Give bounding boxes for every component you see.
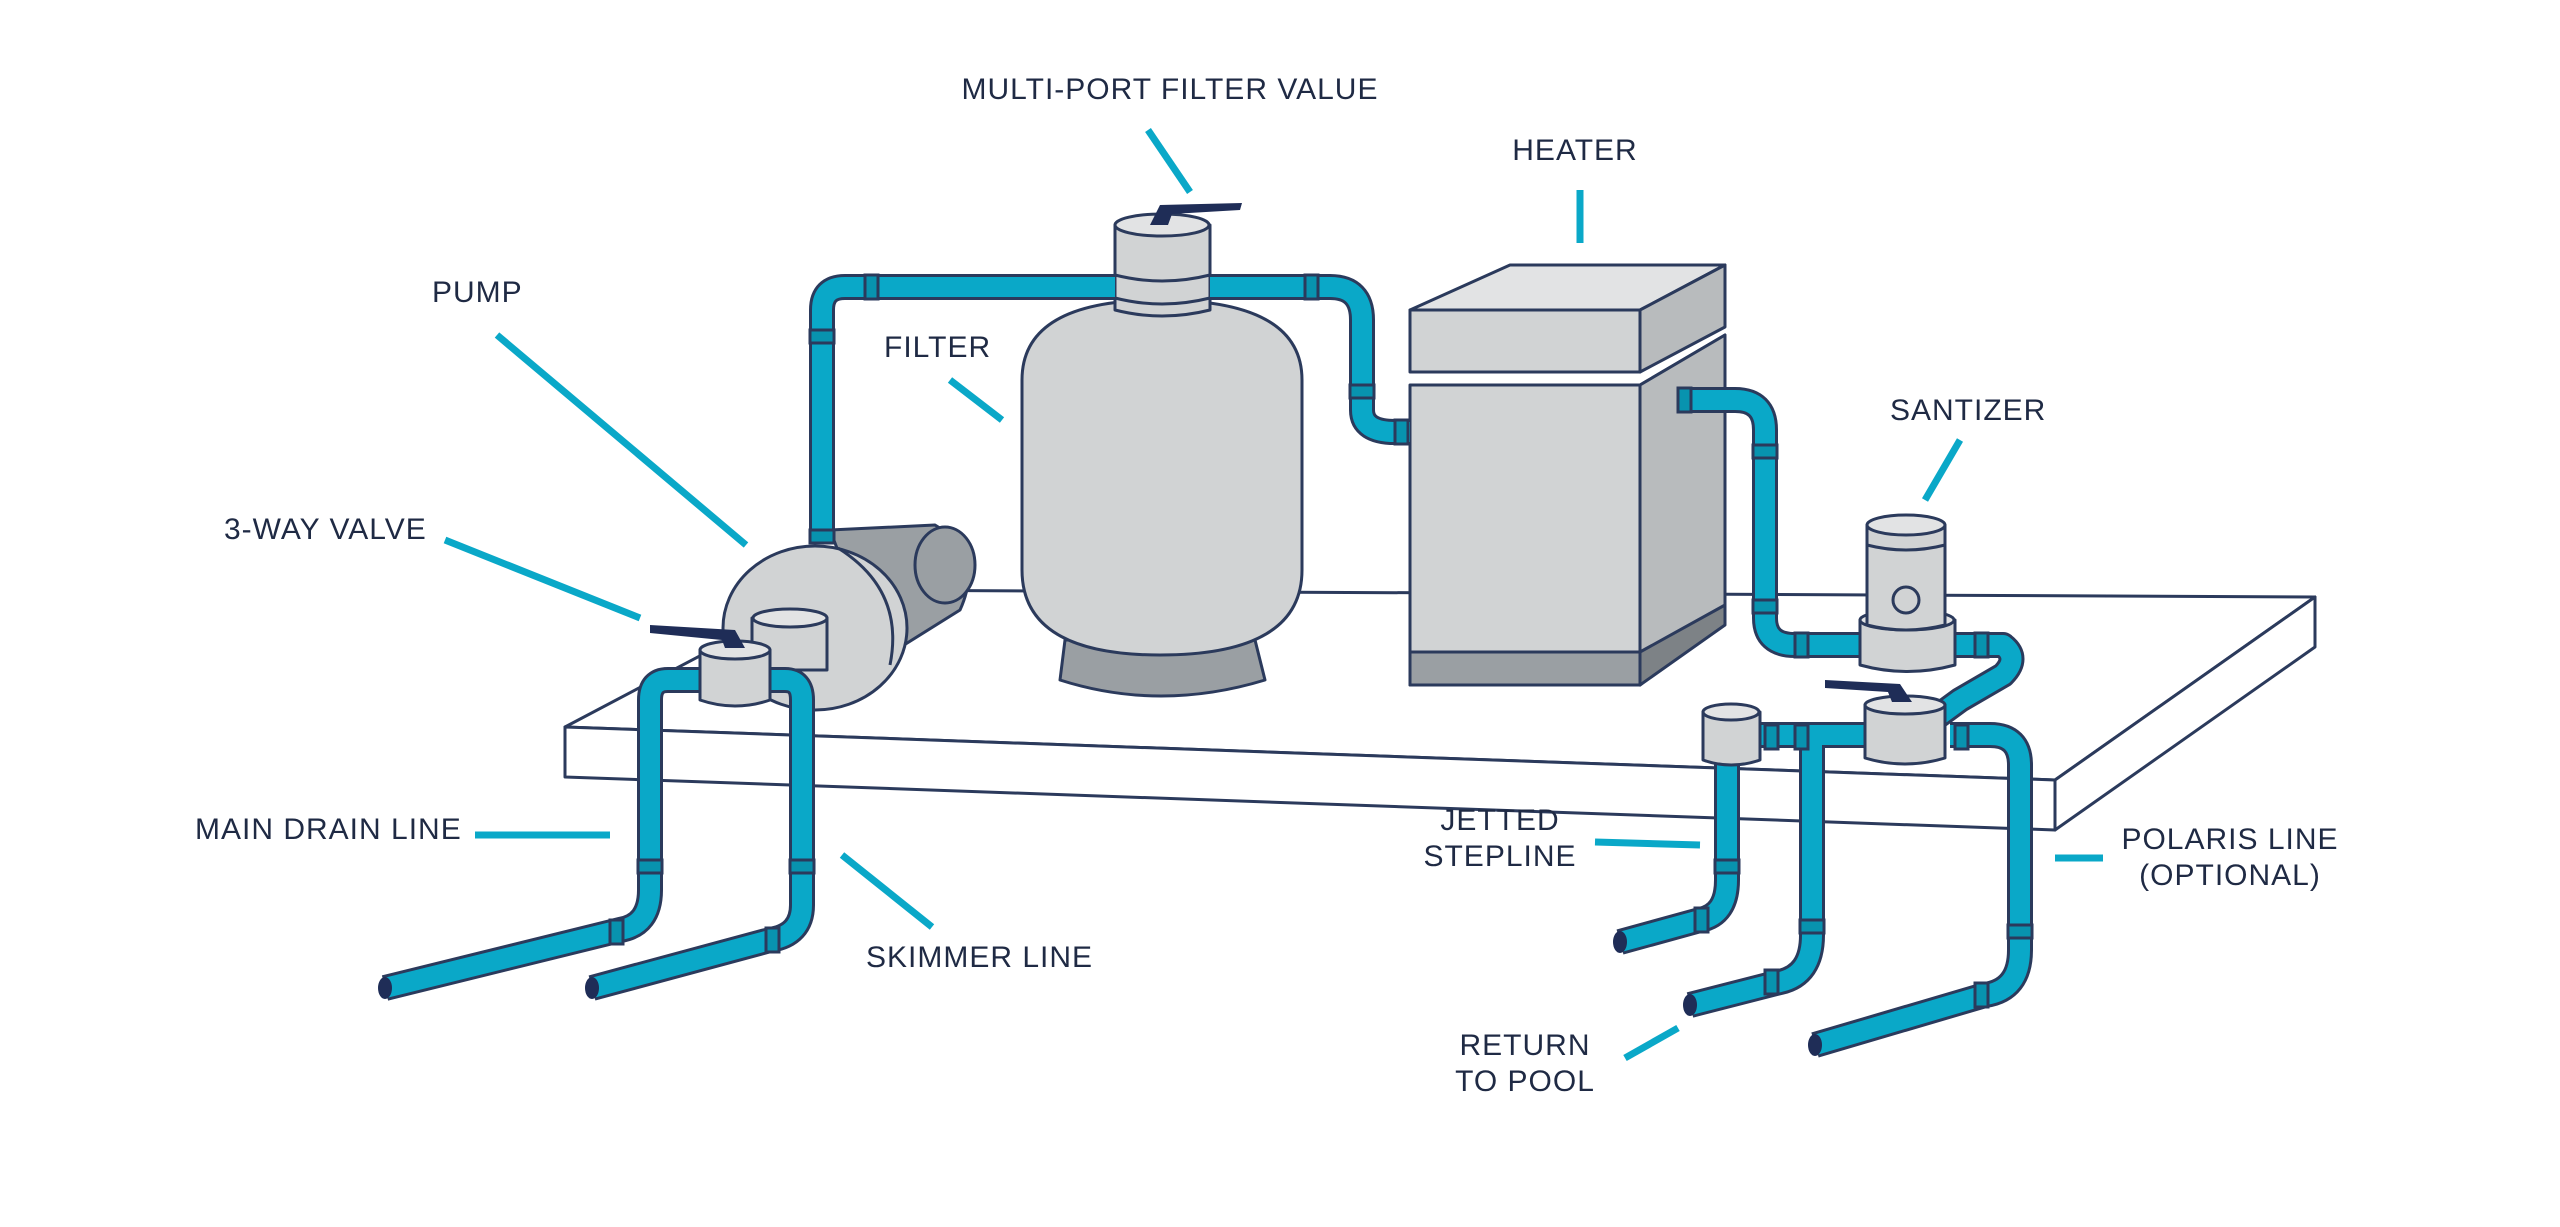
label-three-way-valve: 3-WAY VALVE bbox=[224, 513, 427, 546]
label-return-line-2: TO POOL bbox=[1455, 1065, 1595, 1098]
pipe-joints bbox=[608, 273, 2034, 1009]
label-multiport-filter-valve: MULTI-PORT FILTER VALUE bbox=[961, 73, 1379, 106]
three-way-valve bbox=[650, 625, 772, 708]
leader-lines bbox=[443, 128, 2103, 1062]
label-return-line-1: RETURN bbox=[1459, 1029, 1591, 1062]
label-polaris-line: POLARIS LINE (OPTIONAL) bbox=[2110, 822, 2350, 894]
sanitizer bbox=[1858, 513, 1957, 673]
multiport-handle bbox=[1150, 203, 1242, 225]
label-jetted-stepline: JETTED STEPLINE bbox=[1390, 803, 1610, 875]
label-polaris-line-2: (OPTIONAL) bbox=[2139, 859, 2321, 892]
label-filter: FILTER bbox=[884, 331, 992, 364]
return-valve-handle bbox=[1825, 680, 1912, 702]
label-jetted-line-1: JETTED bbox=[1440, 804, 1560, 837]
plumbing-pipes bbox=[381, 274, 2033, 1058]
label-skimmer-line: SKIMMER LINE bbox=[866, 941, 1094, 974]
label-polaris-line-1: POLARIS LINE bbox=[2121, 823, 2339, 856]
filter bbox=[1020, 203, 1304, 698]
heater bbox=[1408, 263, 1727, 687]
label-heater: HEATER bbox=[1512, 134, 1638, 167]
pipe-end-caps bbox=[378, 931, 1822, 1056]
label-pump: PUMP bbox=[432, 276, 523, 309]
three-way-valve-handle bbox=[650, 625, 745, 648]
label-main-drain-line: MAIN DRAIN LINE bbox=[195, 813, 462, 846]
label-sanitizer: SANTIZER bbox=[1890, 394, 2047, 427]
label-return-to-pool: RETURN TO POOL bbox=[1425, 1028, 1625, 1100]
label-jetted-line-2: STEPLINE bbox=[1423, 840, 1577, 873]
return-valve bbox=[1825, 680, 1947, 766]
jetted-stepline-valve bbox=[1701, 702, 1762, 767]
